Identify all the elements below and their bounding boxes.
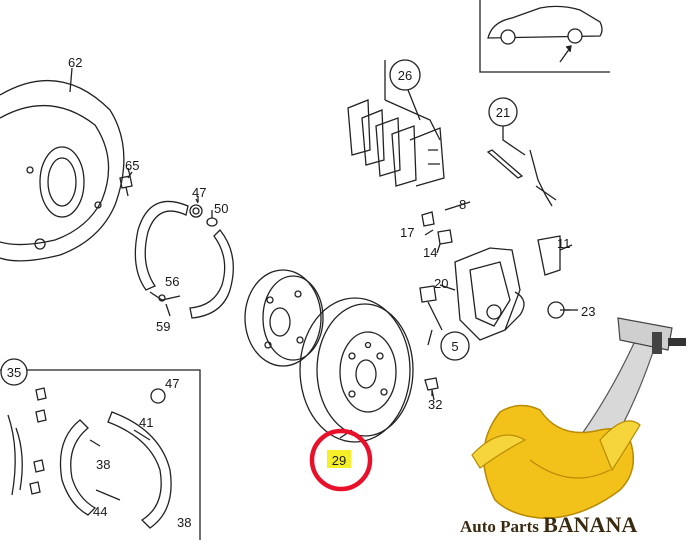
parking-brake-inset [0,369,201,540]
backing-plate [0,67,125,262]
wear-sensor [486,125,557,207]
callout-21[interactable]: 21 [488,97,518,127]
label-17[interactable]: 17 [400,225,414,240]
label-8[interactable]: 8 [459,197,466,212]
label-47-lower[interactable]: 47 [165,376,179,391]
label-62[interactable]: 62 [68,55,82,70]
label-38-lower[interactable]: 38 [177,515,191,530]
vehicle-inset [479,0,610,73]
label-56[interactable]: 56 [165,274,179,289]
brake-disc [299,297,414,443]
brand-logo: Auto Parts BANANA [460,317,686,537]
label-29: 29 [332,453,346,468]
brake-shoes-upper [134,200,234,319]
label-38-upper[interactable]: 38 [96,457,110,472]
label-47-upper[interactable]: 47 [192,185,206,200]
brand-text: Auto Parts BANANA [460,512,637,537]
label-50[interactable]: 50 [214,201,228,216]
wheel-hub [244,269,324,367]
label-65[interactable]: 65 [125,158,139,173]
callout-5[interactable]: 5 [440,331,470,361]
highlight-fill [327,450,351,468]
label-11[interactable]: 11 [557,236,571,251]
fitting-47-50 [189,196,218,227]
label-44[interactable]: 44 [93,504,107,519]
banana-icon [471,404,641,519]
label-35: 35 [7,365,21,380]
label-20[interactable]: 20 [434,276,448,291]
caliper [419,201,578,401]
callout-26[interactable]: 26 [389,59,421,91]
label-32[interactable]: 32 [428,397,442,412]
brake-pads [347,60,445,187]
highlight-29[interactable]: 29 [309,428,373,492]
label-23[interactable]: 23 [581,304,595,319]
callout-35[interactable]: 35 [0,358,28,386]
highlight-ring [309,428,373,492]
label-21: 21 [496,105,510,120]
label-5: 5 [451,339,458,354]
label-26: 26 [398,68,412,83]
label-14[interactable]: 14 [423,245,437,260]
label-41[interactable]: 41 [139,415,153,430]
label-59[interactable]: 59 [156,319,170,334]
